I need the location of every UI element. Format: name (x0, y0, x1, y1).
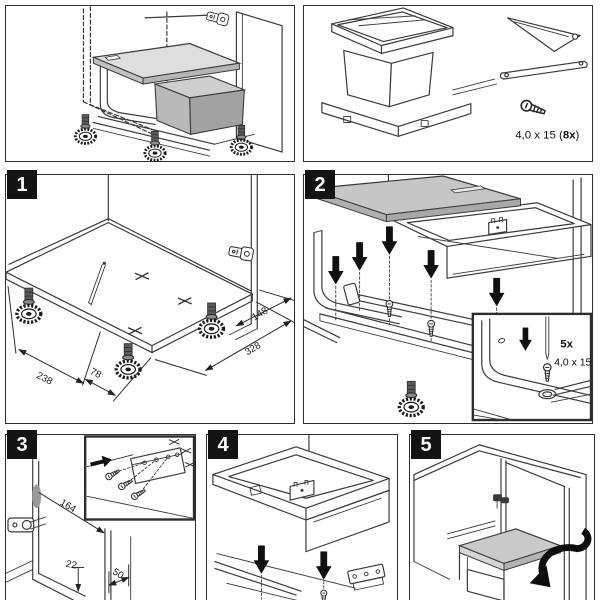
panel-overview (5, 5, 295, 162)
svg-text:164: 164 (58, 497, 78, 515)
door-panel (104, 528, 132, 600)
detail-inset: 5x 4,0 x 15 (471, 312, 592, 422)
foot-icon (397, 379, 425, 418)
carriage-frame (392, 202, 592, 279)
cabinet-outline (413, 444, 587, 600)
hinge-icon (205, 9, 230, 27)
overview-drawing (73, 6, 283, 161)
dimension-238: 238 (7, 286, 101, 388)
step4-badge: 4 (208, 430, 238, 459)
down-arrow-icon (423, 250, 439, 279)
base-assembly (214, 553, 386, 600)
panel-step3: 3 (5, 430, 196, 600)
svg-text:78: 78 (88, 366, 103, 381)
inset-count-label: 5x (560, 339, 573, 351)
bracket (347, 563, 386, 591)
parts-drawing: 4,0 x 15 (8x) (321, 7, 588, 141)
door-bracket (289, 479, 315, 501)
rail-icon (499, 60, 588, 80)
waste-bin (152, 75, 247, 136)
hinge-icon (7, 516, 47, 533)
panel-step5: 5 (409, 430, 595, 600)
hinge-icon (227, 243, 255, 262)
bracket (130, 447, 186, 485)
right-arrow-icon (90, 455, 112, 468)
inset-size-label: 4,0 x 15 (554, 357, 591, 368)
step3-drawing: 164 22 50 (6, 435, 195, 600)
svg-text:22: 22 (65, 559, 78, 572)
platform (91, 42, 242, 85)
panel-step2: 2 (303, 170, 593, 424)
awl-icon (87, 261, 106, 306)
step5-drawing (413, 444, 592, 600)
svg-text:238: 238 (34, 370, 54, 388)
lever-tool-icon (506, 17, 581, 53)
detail-inset (83, 435, 195, 521)
down-arrow-icon (253, 545, 270, 574)
step2-badge: 2 (305, 170, 335, 199)
svg-text:328: 328 (243, 340, 263, 358)
panel-parts: 4,0 x 15 (8x) (303, 5, 593, 162)
screw-icon (320, 589, 328, 600)
down-arrow-icon (381, 226, 398, 255)
screw-icon (518, 98, 548, 118)
pullout-unit (447, 520, 563, 600)
dimension-50: 50 (107, 564, 130, 594)
panel-step1: 1 (5, 170, 295, 424)
down-arrow-icon (351, 242, 368, 271)
down-arrow-icon (328, 256, 344, 285)
panel-step4: 4 (206, 430, 398, 600)
step1-badge: 1 (7, 170, 37, 199)
step2-drawing: 5x 4,0 x 15 (304, 175, 592, 422)
step4-drawing (212, 435, 390, 600)
foot-icon (15, 286, 43, 325)
step1-drawing: 238 78 328 148 (6, 175, 294, 402)
bin-unit (321, 7, 498, 137)
down-arrow-icon (316, 551, 332, 580)
rotate-arrow-icon (529, 527, 592, 588)
step3-badge: 3 (7, 430, 37, 459)
foot-icon (73, 113, 98, 145)
door-bracket (488, 217, 508, 236)
step5-badge: 5 (411, 430, 441, 459)
foot-icon (114, 341, 142, 380)
carriage-frame (212, 446, 390, 553)
dimension-78: 78 (84, 357, 152, 402)
down-arrow-icon (488, 277, 505, 307)
screw-label: 4,0 x 15 (8x) (515, 129, 579, 141)
dimension-22: 22 (65, 559, 85, 593)
hinge-icon (493, 494, 509, 509)
